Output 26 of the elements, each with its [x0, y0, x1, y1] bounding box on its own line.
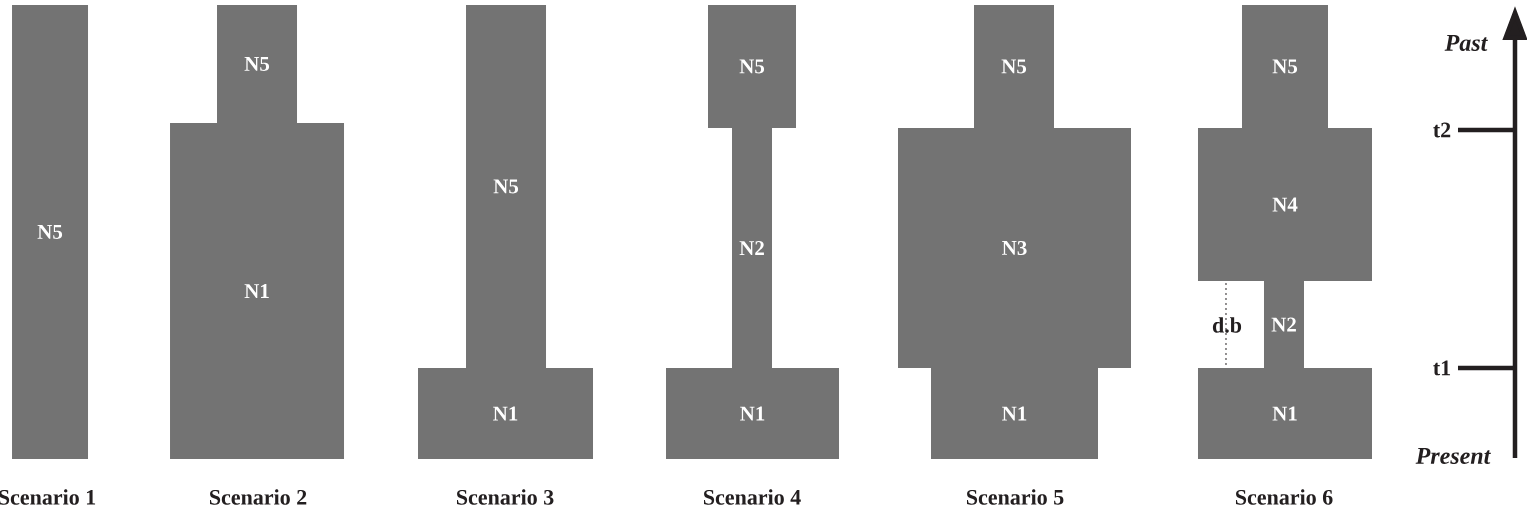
population-block: N1: [666, 368, 839, 459]
population-block: N5: [12, 5, 88, 459]
population-block: N5: [1242, 5, 1328, 128]
time-label: Past: [1444, 35, 1488, 51]
time-label: t1: [1433, 360, 1450, 376]
population-block: N2: [732, 128, 772, 368]
population-block: N5: [708, 5, 796, 128]
population-block: N5: [217, 5, 297, 123]
gap-label: d.b: [1212, 317, 1242, 333]
node-label: N2: [1271, 317, 1296, 332]
population-block: N1: [170, 123, 344, 459]
time-label: t2: [1433, 122, 1451, 138]
node-label: N5: [244, 57, 270, 71]
node-label: N3: [1002, 240, 1027, 256]
scenario-caption: Scenario 6: [1236, 489, 1333, 505]
node-label: N5: [1272, 59, 1298, 74]
population-block: N1: [418, 368, 593, 459]
node-label: N1: [1002, 406, 1027, 421]
population-block: N5: [466, 5, 546, 368]
population-block: N1: [931, 368, 1098, 459]
population-block: N2: [1264, 281, 1304, 368]
node-label: N5: [1001, 59, 1027, 74]
node-label: N5: [493, 179, 519, 194]
population-block: N1: [1198, 368, 1372, 459]
node-label: N2: [739, 241, 764, 255]
population-block: N5: [974, 5, 1054, 128]
